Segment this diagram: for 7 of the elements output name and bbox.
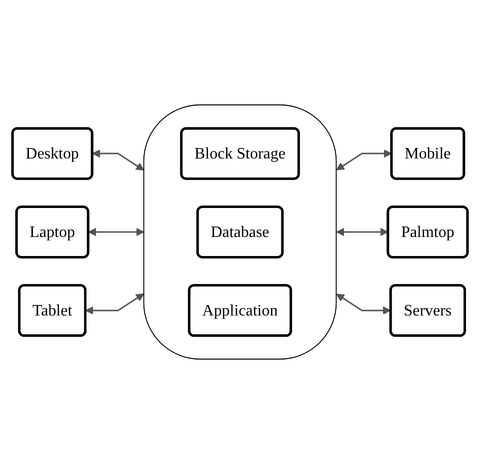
arrow: [92, 149, 144, 171]
cluster: [143, 104, 337, 360]
arrow: [336, 228, 388, 236]
arrow: [336, 149, 392, 170]
arrow: [336, 294, 391, 315]
arrow: [85, 293, 144, 315]
arrow: [88, 228, 144, 236]
